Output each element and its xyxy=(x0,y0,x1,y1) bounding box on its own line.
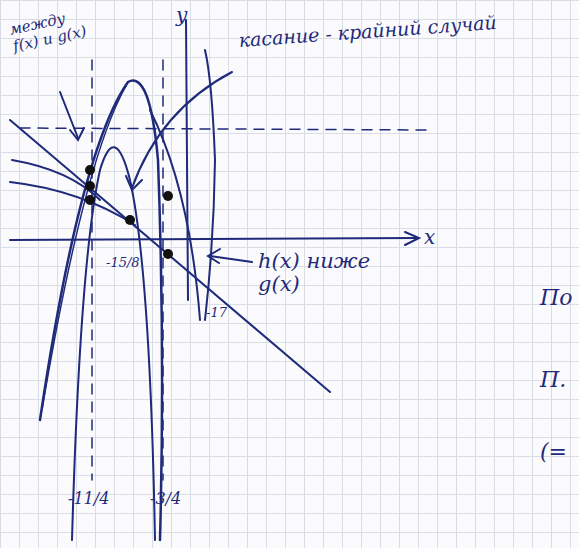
note-text: h(x) ниже g(x) xyxy=(258,250,373,296)
note-text: (= xyxy=(540,440,567,464)
note-text: П. xyxy=(540,368,566,392)
curve xyxy=(150,50,215,320)
y-axis xyxy=(186,20,188,300)
parabola xyxy=(40,81,162,540)
point xyxy=(163,191,173,201)
leader-line xyxy=(132,72,232,188)
tick-label: -15/8 xyxy=(106,256,140,270)
note-text: По xyxy=(540,286,572,310)
guide-line xyxy=(20,128,430,130)
leader-line xyxy=(60,92,78,138)
tick-label: -11/4 xyxy=(68,490,109,508)
point xyxy=(125,215,135,225)
tangent-curve xyxy=(10,160,135,225)
guide-line xyxy=(91,60,93,480)
point xyxy=(85,165,95,175)
note-text: касание - крайний случай xyxy=(238,12,497,51)
x-axis xyxy=(10,238,418,240)
point xyxy=(163,249,173,259)
arrow-head xyxy=(126,176,142,190)
axis-label: x xyxy=(424,226,435,248)
arrow-head xyxy=(208,249,220,263)
arrow-head xyxy=(70,128,84,140)
tick-label: -17 xyxy=(206,306,227,320)
x-arrow xyxy=(405,232,419,245)
parabola xyxy=(42,86,126,410)
axis-label: y xyxy=(176,4,187,26)
tick-label: -3/4 xyxy=(150,490,181,508)
note-text: между f(x) и g(x) xyxy=(8,5,93,54)
parabola xyxy=(72,147,155,540)
point xyxy=(85,181,95,191)
point xyxy=(85,195,95,205)
